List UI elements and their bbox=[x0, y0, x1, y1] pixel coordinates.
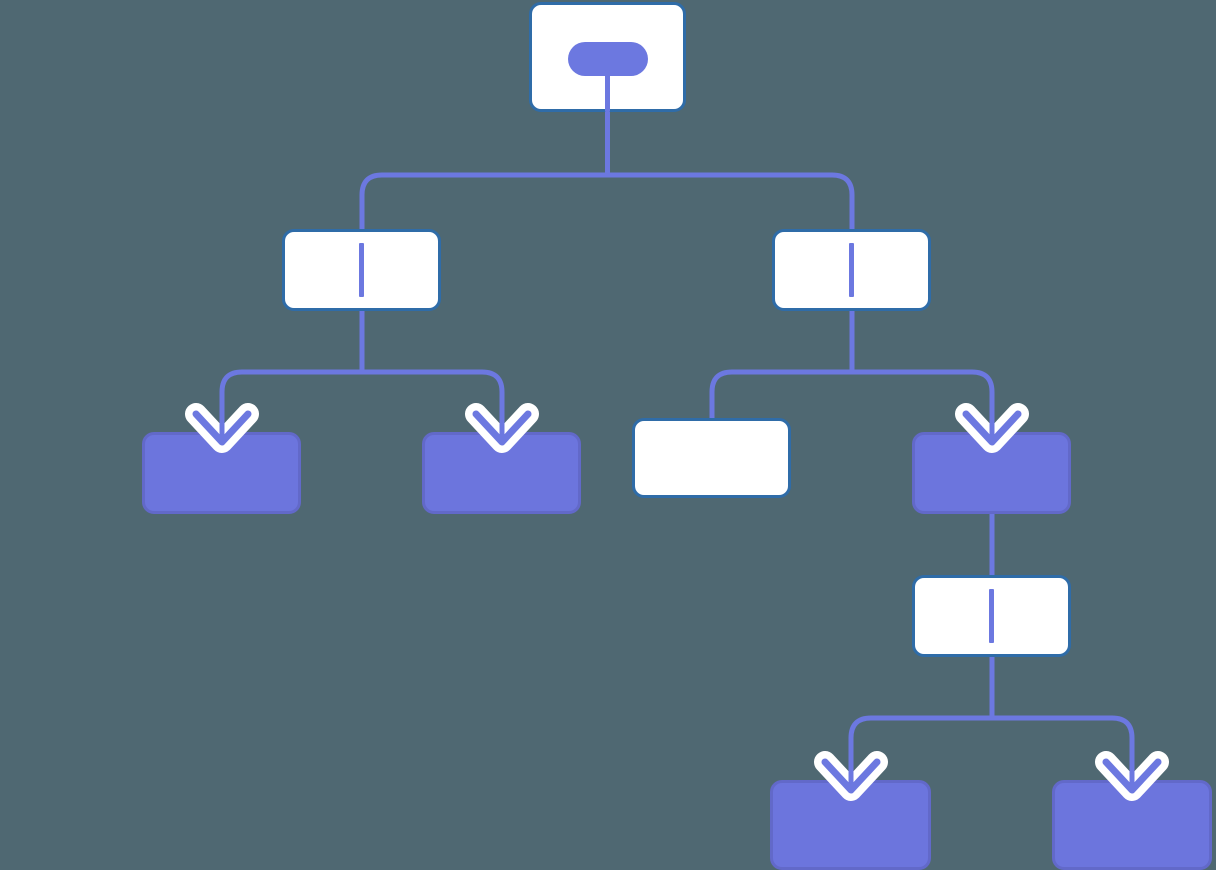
edge-level2right-to-node-d bbox=[852, 369, 995, 432]
level2-right-node-redacted-label bbox=[849, 243, 854, 297]
edge-root-to-level2-right bbox=[607, 172, 855, 229]
edge-level4-to-level5-right bbox=[992, 715, 1135, 780]
edge-root-to-level2-left bbox=[359, 112, 610, 229]
level4-node-redacted-label bbox=[989, 589, 994, 643]
edge-level2right-to-node-c bbox=[709, 369, 852, 418]
level5-left-node[interactable] bbox=[770, 780, 931, 870]
edge-level4-to-level5-left bbox=[848, 715, 992, 780]
level2-left-node-redacted-label bbox=[359, 243, 364, 297]
edge-level2left-to-node-b bbox=[362, 369, 505, 432]
level5-right-node[interactable] bbox=[1052, 780, 1212, 870]
edge-level2left-to-node-a bbox=[219, 369, 362, 432]
level3-node-a[interactable] bbox=[142, 432, 301, 514]
root-node-stem bbox=[605, 70, 610, 112]
level3-node-d[interactable] bbox=[912, 432, 1071, 514]
level3-node-c[interactable] bbox=[632, 418, 791, 498]
level3-node-b[interactable] bbox=[422, 432, 581, 514]
